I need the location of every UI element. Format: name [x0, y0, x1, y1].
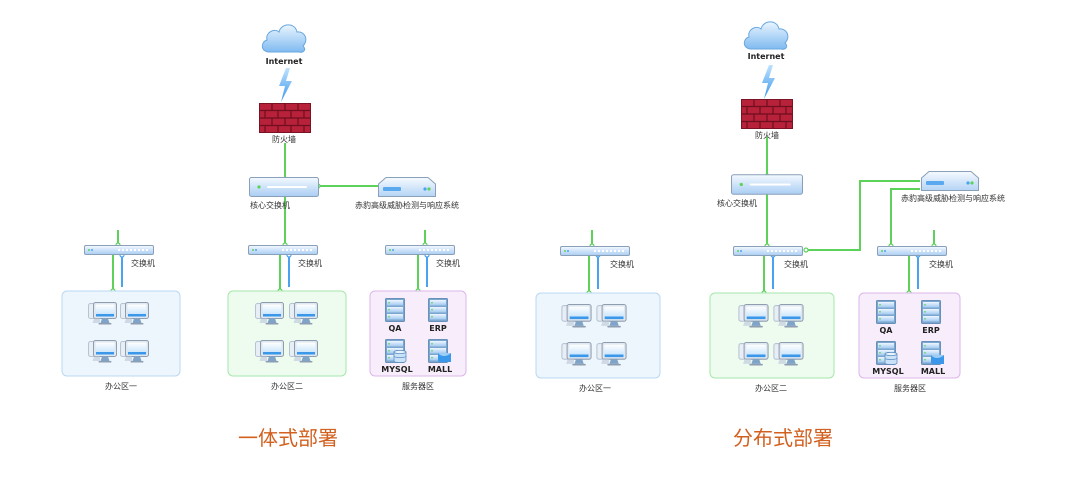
mall-server-icon [428, 339, 452, 363]
diagram-distributed: Internet 防火墙 核心交换机 赤豹高级威胁检测与响应系统 交换机 交换机… [535, 21, 1005, 450]
diagram-caption: 分布式部署 [733, 426, 833, 450]
server-label: MYSQL [381, 365, 412, 374]
database-server-icon [876, 341, 898, 365]
core-switch-icon [249, 177, 319, 197]
server-icon [876, 300, 896, 324]
ndr-appliance-icon [378, 177, 436, 197]
access-switch-icon [385, 245, 455, 255]
core-switch-icon [731, 174, 803, 195]
ndr-label: 赤豹高级威胁检测与响应系统 [901, 193, 1005, 203]
server-label: MYSQL [872, 367, 903, 376]
internet-label: Internet [266, 57, 303, 66]
switch-label: 交换机 [436, 258, 460, 268]
switch-label: 交换机 [298, 258, 322, 268]
zone-label: 办公区二 [755, 383, 787, 393]
access-switch-icon [732, 246, 804, 256]
links [560, 137, 950, 293]
switch-label: 交换机 [929, 259, 953, 269]
link-ndr-switch3 [890, 188, 920, 246]
core-switch-label: 核心交换机 [250, 200, 290, 210]
access-switch-icon [876, 246, 948, 256]
links [90, 143, 460, 291]
diagram-integrated: Internet 防火墙 核心交换机 赤豹高级威胁检测与响应系统 交换机 交换机… [61, 24, 467, 450]
firewall-label: 防火墙 [755, 130, 779, 140]
server-label: QA [389, 324, 403, 333]
access-switch-icon [84, 245, 154, 255]
link-ndr-switch2 [806, 180, 920, 251]
diagram-caption: 一体式部署 [238, 426, 338, 450]
switch-label: 交换机 [784, 259, 808, 269]
access-switch-icon [559, 246, 631, 256]
zone-office-2: 办公区二 [709, 292, 835, 393]
internet-label: Internet [748, 52, 785, 61]
ndr-appliance-icon [921, 171, 979, 191]
server-icon [921, 300, 941, 324]
zone-servers: QA ERP MYSQL MALL 服务器区 [858, 292, 961, 393]
internet-cloud-icon [743, 21, 789, 50]
zone-office-1: 办公区一 [61, 290, 181, 391]
server-icon [385, 298, 405, 322]
firewall-icon [741, 99, 793, 129]
zone-label: 办公区一 [105, 381, 137, 391]
core-switch-label: 核心交换机 [717, 198, 757, 208]
server-label: QA [880, 326, 894, 335]
database-server-icon [385, 339, 407, 363]
server-label: ERP [922, 326, 940, 335]
ndr-label: 赤豹高级威胁检测与响应系统 [355, 200, 459, 210]
zone-office-2: 办公区二 [227, 290, 347, 391]
zone-label: 服务器区 [402, 381, 434, 391]
zone-label: 办公区二 [271, 381, 303, 391]
switch-label: 交换机 [131, 258, 155, 268]
zone-label: 办公区一 [579, 383, 611, 393]
zone-office-1: 办公区一 [535, 292, 661, 393]
firewall-label: 防火墙 [272, 134, 296, 144]
firewall-icon [259, 103, 311, 133]
server-icon [428, 298, 448, 322]
server-label: ERP [429, 324, 447, 333]
server-label: MALL [428, 365, 452, 374]
mall-server-icon [921, 341, 945, 365]
lightning-icon [762, 65, 775, 99]
internet-cloud-icon [261, 24, 307, 53]
access-switch-icon [248, 245, 318, 255]
zone-servers: QA ERP MYSQL MALL 服务器区 [369, 290, 467, 391]
switch-label: 交换机 [610, 259, 634, 269]
server-label: MALL [921, 367, 945, 376]
zone-label: 服务器区 [894, 383, 926, 393]
lightning-icon [279, 68, 292, 102]
